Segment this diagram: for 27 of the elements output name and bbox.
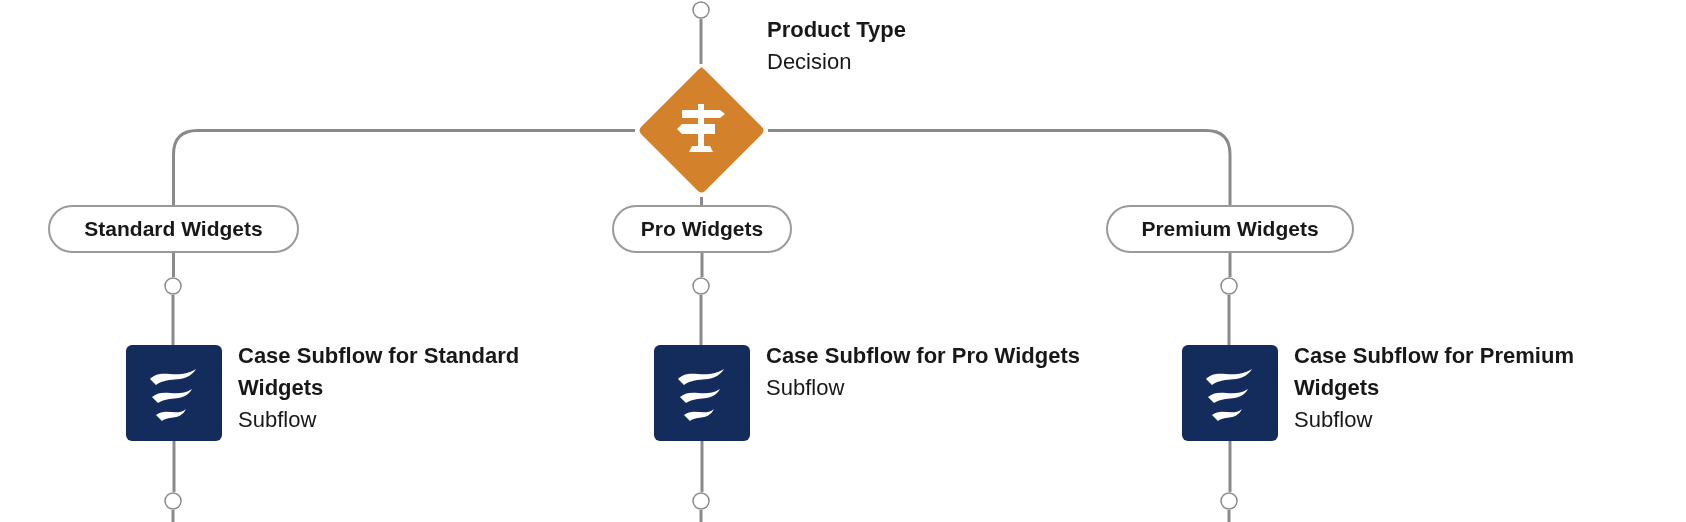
outcome-label: Pro Widgets [612, 205, 792, 253]
node-type: Decision [767, 48, 853, 76]
outcome-label: Premium Widgets [1106, 205, 1354, 253]
outcome-label: Standard Widgets [48, 205, 299, 253]
connector-line [1228, 441, 1232, 492]
connector-line [699, 295, 703, 345]
connector-line [1227, 510, 1231, 522]
node-type: Subflow [238, 406, 318, 434]
node-type: Subflow [766, 374, 846, 402]
connector-line [700, 197, 703, 205]
connector-line [1227, 295, 1231, 345]
node-title: Case Subflow for Standard Widgets [238, 342, 521, 402]
connector-line [768, 129, 1232, 205]
connector-line [172, 253, 175, 277]
connector-line [1228, 253, 1232, 277]
connector-line [700, 253, 704, 277]
connector-line [171, 510, 175, 522]
connector-line [699, 19, 703, 64]
connector-line [699, 510, 703, 522]
connector-line [172, 129, 635, 205]
connector-line [171, 295, 175, 345]
connector-line [700, 441, 704, 492]
connector-line [172, 441, 176, 492]
node-type: Subflow [1294, 406, 1374, 434]
node-title: Case Subflow for Premium Widgets [1294, 342, 1575, 402]
node-title: Case Subflow for Pro Widgets [766, 342, 1081, 370]
node-title: Product Type [767, 16, 907, 44]
